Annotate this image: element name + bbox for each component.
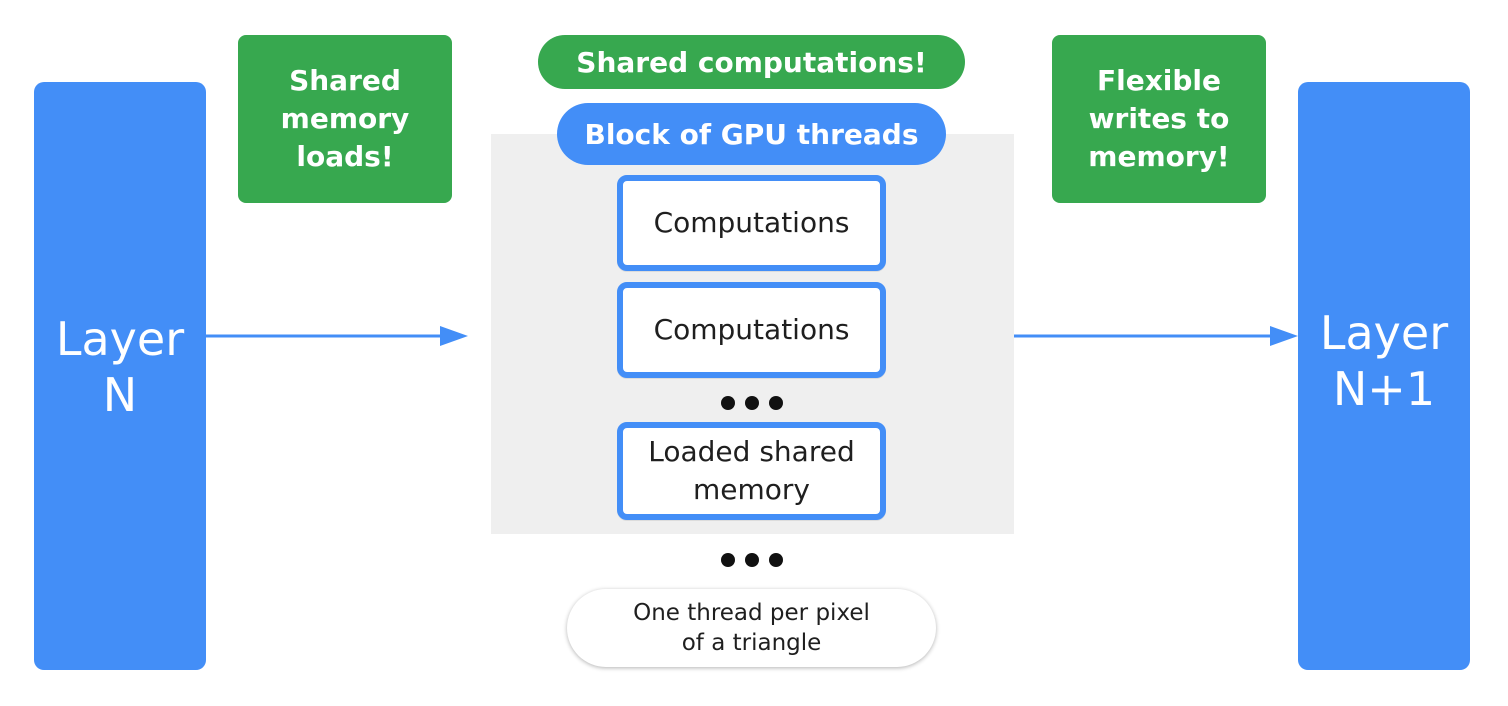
flexible-writes-note: Flexible writes to memory!	[1052, 35, 1266, 203]
note-line: Shared	[289, 64, 401, 97]
thread-note-line2: of a triangle	[681, 630, 822, 656]
loaded-shared-memory-box: Loaded shared memory	[617, 422, 886, 520]
computations-label: Computations	[653, 206, 850, 239]
arrow-right-icon	[1014, 326, 1298, 346]
computations-box: Computations	[617, 175, 886, 271]
computations-label: Computations	[653, 313, 850, 346]
ellipsis-icon	[721, 553, 783, 569]
thread-note-line1: One thread per pixel	[633, 600, 870, 626]
layer-n-label-line2: N	[102, 368, 138, 422]
layer-n-plus-1-box: Layer N+1	[1298, 82, 1470, 670]
note-line: Flexible	[1096, 64, 1221, 97]
note-line: writes to	[1088, 102, 1230, 135]
layer-n-box: Layer N	[34, 82, 206, 670]
note-line: memory	[280, 102, 410, 135]
thread-per-pixel-note: One thread per pixel of a triangle	[567, 589, 936, 667]
loaded-shared-memory-line2: memory	[693, 473, 810, 506]
loaded-shared-memory-line1: Loaded shared	[648, 435, 855, 468]
arrow-right-icon	[206, 326, 468, 346]
layer-n-plus-1-label-line2: N+1	[1332, 362, 1436, 416]
shared-memory-loads-note: Shared memory loads!	[238, 35, 452, 203]
shared-computations-note: Shared computations!	[538, 35, 965, 89]
block-of-gpu-threads-label: Block of GPU threads	[557, 103, 946, 165]
layer-n-plus-1-label-line1: Layer	[1319, 305, 1449, 360]
ellipsis-icon	[721, 396, 783, 412]
note-line: loads!	[296, 140, 394, 173]
computations-box: Computations	[617, 282, 886, 378]
layer-n-label-line1: Layer	[55, 311, 185, 366]
note-line: memory!	[1088, 140, 1230, 173]
